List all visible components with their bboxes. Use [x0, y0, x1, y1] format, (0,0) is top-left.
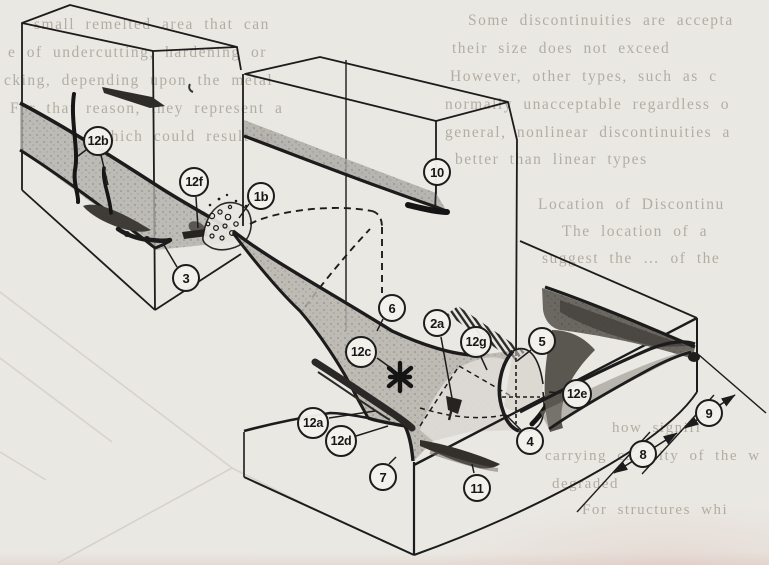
bleedthrough-text-line: their size does not exceed — [452, 40, 671, 57]
leader-line-2a — [440, 336, 453, 399]
callout-8: 8 — [629, 440, 657, 468]
callout-12d: 12d — [325, 425, 357, 457]
bleedthrough-text-line: normally unacceptable regardless o — [445, 96, 731, 113]
leader-line-12d — [355, 425, 389, 437]
leader-line-12f — [195, 196, 199, 229]
crater-pipe-blob — [446, 396, 462, 414]
leader-line-12c — [376, 357, 392, 369]
leader-line-12e — [548, 391, 562, 394]
callout-6: 6 — [378, 294, 406, 322]
callout-2a: 2a — [423, 309, 451, 337]
leader-line-11 — [471, 463, 475, 474]
bleedthrough-text-line: Some discontinuities are accepta — [468, 12, 734, 29]
callout-12c: 12c — [345, 336, 377, 368]
bleedthrough-text-line: The location of a — [562, 223, 708, 240]
callout-12b: 12b — [83, 126, 113, 156]
bleedthrough-text-line: suggest the … of the — [542, 250, 721, 267]
leader-line-12a — [328, 410, 376, 419]
bleedthrough-text-line: However, other types, such as c — [450, 68, 718, 85]
callout-1b: 1b — [247, 182, 275, 210]
slab-lamination-band-10 — [243, 120, 450, 215]
transverse-cracks-12b — [70, 92, 113, 215]
leader-line-12b — [77, 149, 87, 157]
slag-inclusion-line — [311, 358, 416, 432]
callout-12f: 12f — [179, 167, 209, 197]
callout-10: 10 — [423, 158, 451, 186]
section-axis-dashes — [502, 358, 540, 424]
dashed-section-outline — [249, 207, 383, 308]
bleedthrough-text-line: better than linear types — [455, 151, 648, 168]
callout-5: 5 — [528, 327, 556, 355]
leader-line-3 — [163, 244, 178, 268]
leader-line-4 — [504, 413, 522, 431]
leader-line-7 — [388, 456, 397, 465]
bleedthrough-text-line: which could result in — [98, 128, 275, 145]
callout-4: 4 — [516, 427, 544, 455]
weld-cross-section — [497, 348, 566, 433]
weld-spatter-dots — [202, 193, 248, 215]
star-crack-asterisk — [386, 360, 414, 394]
bleedthrough-text-line: For that reason, they represent a — [10, 100, 284, 117]
leader-line-6 — [376, 318, 384, 332]
leader-line-10 — [434, 185, 437, 207]
leader-line-12g — [480, 356, 488, 371]
far-edge-weld-seam — [519, 285, 700, 432]
callout-12a: 12a — [297, 407, 329, 439]
bleedthrough-text-line: Location of Discontinu — [538, 196, 725, 213]
callout-12e: 12e — [562, 379, 592, 409]
underbead-cracks — [115, 226, 208, 243]
callout-7: 7 — [369, 463, 397, 491]
leader-line-1b — [238, 203, 250, 219]
surface-lamination-bar — [102, 83, 194, 108]
callout-3: 3 — [172, 264, 200, 292]
bleedthrough-text-line: how signifi — [612, 420, 702, 436]
callout-leader-lines — [77, 149, 562, 474]
bleedthrough-text-line: For structures whi — [582, 502, 729, 518]
bleedthrough-text-line: cking, depending upon the metal — [4, 72, 274, 89]
callout-12g: 12g — [460, 326, 492, 358]
callout-11: 11 — [463, 474, 491, 502]
callout-9: 9 — [695, 399, 723, 427]
leader-line-5 — [516, 349, 532, 362]
crater-dashed-outline — [419, 365, 512, 427]
underbead-band-11 — [420, 440, 500, 472]
leader-line-12b — [100, 154, 109, 186]
